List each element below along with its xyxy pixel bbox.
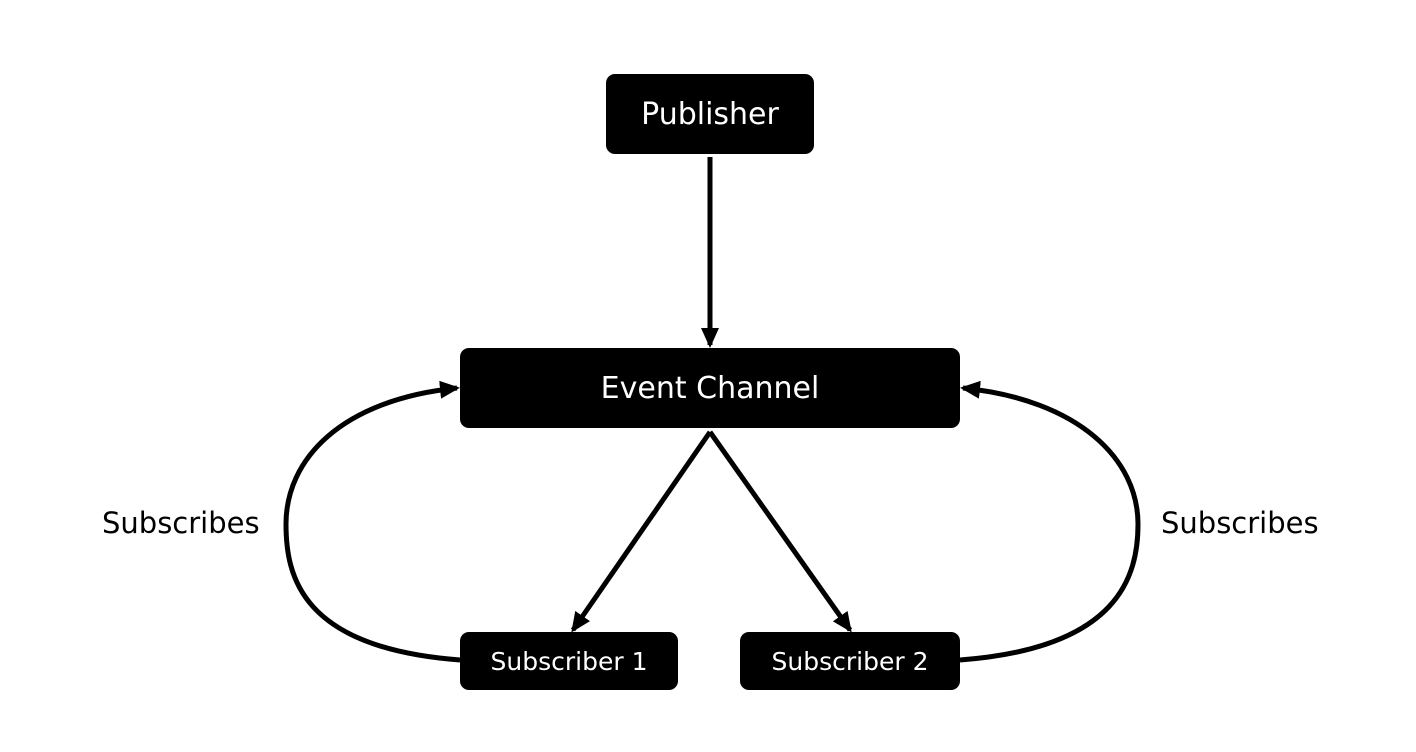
arrow-channel-to-subscriber-1: [570, 430, 713, 633]
subscriber-1-label: Subscriber 1: [490, 646, 648, 676]
publisher-node: Publisher: [606, 74, 814, 154]
arrow-subscriber-1-subscribes: [283, 380, 461, 663]
subscriber-1-node: Subscriber 1: [460, 632, 678, 690]
arrow-subscriber-2-subscribes: [959, 380, 1141, 663]
event-channel-label: Event Channel: [600, 370, 820, 406]
event-channel-node: Event Channel: [460, 348, 960, 428]
subscribes-label-left: Subscribes: [102, 506, 260, 540]
arrow-channel-to-subscriber-2: [707, 430, 853, 633]
publisher-label: Publisher: [641, 96, 779, 132]
subscriber-2-node: Subscriber 2: [740, 632, 960, 690]
subscriber-2-label: Subscriber 2: [771, 646, 929, 676]
subscribes-label-right: Subscribes: [1161, 506, 1319, 540]
